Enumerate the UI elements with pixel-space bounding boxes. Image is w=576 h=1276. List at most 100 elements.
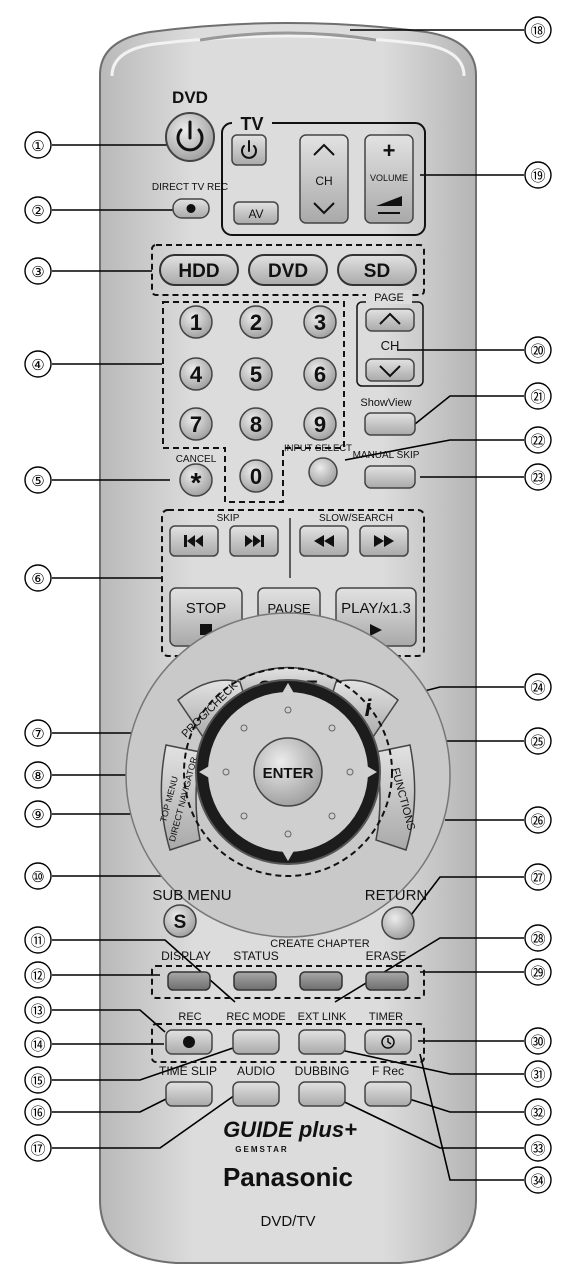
create-chapter-button[interactable] (299, 971, 343, 991)
numpad-key-6-label: 6 (314, 362, 326, 387)
time-slip-button[interactable] (165, 1081, 213, 1107)
dubbing-button[interactable] (298, 1081, 346, 1107)
callout-8: ⑧ (24, 761, 52, 789)
f-rec-button[interactable] (364, 1081, 412, 1107)
cursor-ring-dashed (183, 667, 393, 877)
play-label: PLAY/x1.3 (341, 600, 411, 617)
svg-text:㉑: ㉑ (530, 388, 545, 406)
numpad-key-2[interactable] (239, 305, 273, 339)
callout-2: ② (24, 196, 52, 224)
rec-mode-button[interactable] (232, 1029, 280, 1055)
page-ch-label: CH (381, 338, 400, 353)
page-down-button[interactable] (365, 358, 415, 382)
numpad-key-7[interactable] (179, 407, 213, 441)
tv-ch-rocker[interactable] (299, 134, 349, 224)
return-button[interactable] (381, 906, 415, 940)
dvd-button[interactable] (248, 254, 328, 286)
clock-icon (381, 1035, 395, 1049)
volume-label: VOLUME (370, 173, 408, 183)
skip-back-icon (184, 535, 203, 547)
numpad-key-2-label: 2 (250, 310, 262, 335)
numpad-key-0[interactable] (239, 459, 273, 493)
erase-button[interactable] (365, 971, 409, 991)
skip-label: SKIP (217, 513, 240, 524)
color-button-group (151, 965, 425, 999)
showview-button[interactable] (364, 412, 416, 436)
callout-3: ③ (24, 257, 52, 285)
guide-plus-logo-text: GUIDE plus+ (223, 1117, 357, 1142)
numpad-keys: 1 2 3 4 5 6 7 8 9 CANCEL * 0 (176, 305, 337, 498)
numpad-key-6[interactable] (303, 357, 337, 391)
f-rec-label: F Rec (372, 1064, 404, 1078)
numpad-key-1[interactable] (179, 305, 213, 339)
callout-11: ⑪ (24, 926, 52, 954)
tv-ch-label: CH (315, 174, 332, 188)
sd-button[interactable] (337, 254, 417, 286)
numpad-key-5[interactable] (239, 357, 273, 391)
callout-9: ⑨ (24, 800, 52, 828)
display-button[interactable] (167, 971, 211, 991)
callout-14: ⑭ (24, 1030, 52, 1058)
callout-24: ㉔ (524, 673, 552, 701)
callout-25: ㉕ (524, 727, 552, 755)
svg-text:⑰: ⑰ (30, 1140, 45, 1158)
svg-text:㉙: ㉙ (530, 964, 545, 982)
audio-button[interactable] (232, 1081, 280, 1107)
svg-text:①: ① (31, 137, 44, 155)
svg-text:⑩: ⑩ (31, 868, 44, 886)
svg-text:㉘: ㉘ (530, 930, 545, 948)
svg-text:⑭: ⑭ (30, 1036, 45, 1054)
callout-33: ㉝ (524, 1134, 552, 1162)
tv-group (221, 122, 426, 236)
svg-text:⑫: ⑫ (30, 967, 45, 985)
svg-text:㉔: ㉔ (530, 679, 545, 697)
model-caption: DVD/TV (260, 1213, 315, 1230)
numpad-key-0-label: 0 (250, 464, 262, 489)
numpad-key-8[interactable] (239, 407, 273, 441)
enter-label: ENTER (263, 765, 314, 782)
callout-20: ⑳ (524, 336, 552, 364)
callout-7: ⑦ (24, 719, 52, 747)
svg-text:㉖: ㉖ (530, 812, 545, 830)
chevron-up-icon (313, 143, 335, 156)
hdd-button[interactable] (159, 254, 239, 286)
ext-link-button[interactable] (298, 1029, 346, 1055)
direct-tv-rec-label: DIRECT TV REC (152, 182, 228, 193)
power-icon (176, 120, 204, 152)
svg-text:⑦: ⑦ (31, 725, 44, 743)
numpad-key-1-label: 1 (190, 310, 202, 335)
rec-label: REC (178, 1011, 201, 1023)
callout-13: ⑬ (24, 996, 52, 1024)
sd-label: SD (364, 261, 390, 282)
hdd-label: HDD (178, 261, 219, 282)
numpad-key-9[interactable] (303, 407, 337, 441)
sub-menu-button[interactable] (163, 904, 197, 938)
slow-search-label: SLOW/SEARCH (319, 513, 393, 524)
ext-link-label: EXT LINK (298, 1011, 347, 1023)
enter-button[interactable] (253, 737, 323, 807)
status-button[interactable] (233, 971, 277, 991)
av-button[interactable] (233, 201, 279, 225)
numpad-key-7-label: 7 (190, 412, 202, 437)
manual-skip-button[interactable] (364, 465, 416, 489)
manual-skip-label: MANUAL SKIP (353, 450, 420, 461)
stop-label: STOP (186, 600, 227, 617)
callout-18: ⑱ (524, 16, 552, 44)
input-select-button[interactable] (308, 457, 338, 487)
svg-text:⑯: ⑯ (30, 1104, 45, 1122)
cancel-star-button[interactable] (179, 463, 213, 497)
numpad-key-4-label: 4 (190, 362, 203, 387)
sub-menu-s-label: S (174, 912, 187, 933)
record-dot-icon (183, 1036, 195, 1048)
numpad-key-4[interactable] (179, 357, 213, 391)
rec-button-group (151, 1023, 425, 1063)
svg-text:⑧: ⑧ (31, 767, 44, 785)
arrow-right-icon (365, 765, 377, 779)
page-up-button[interactable] (365, 308, 415, 332)
callout-12: ⑫ (24, 961, 52, 989)
callout-5: ⑤ (24, 466, 52, 494)
svg-text:㉜: ㉜ (530, 1104, 545, 1122)
transport-group (161, 509, 425, 657)
callout-15: ⑮ (24, 1066, 52, 1094)
numpad-key-3[interactable] (303, 305, 337, 339)
